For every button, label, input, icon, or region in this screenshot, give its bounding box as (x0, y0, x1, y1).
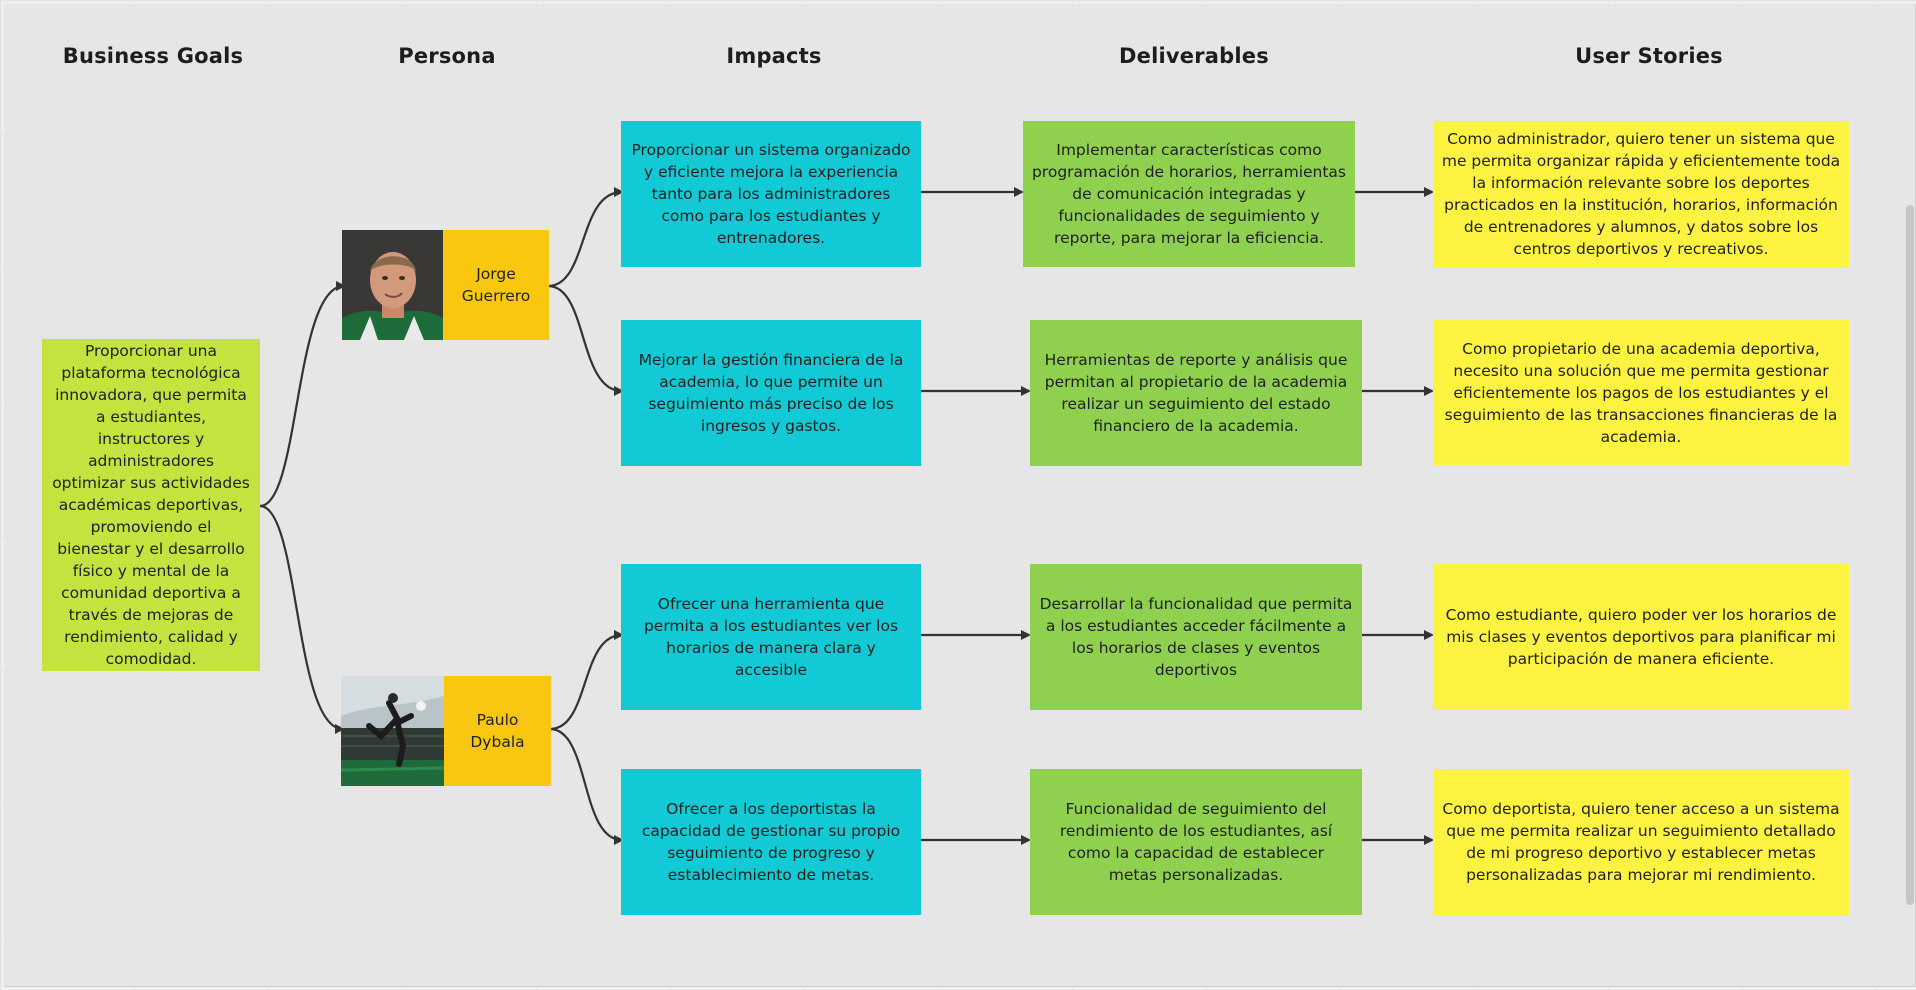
portrait-photo-icon (342, 230, 443, 340)
edge-jorge-to-impact-2 (547, 284, 624, 396)
persona-photo-jorge[interactable] (342, 230, 443, 340)
edge-jorge-to-impact-1 (547, 187, 624, 288)
impact-map-board[interactable]: Business Goals Persona Impacts Deliverab… (4, 4, 1916, 987)
persona-photo-paulo[interactable] (341, 676, 444, 786)
user-story-card-1[interactable]: Como administrador, quiero tener un sist… (1433, 121, 1849, 267)
header-deliverables: Deliverables (1119, 44, 1269, 68)
user-story-card-2[interactable]: Como propietario de una academia deporti… (1433, 320, 1849, 466)
user-story-card-4[interactable]: Como deportista, quiero tener acceso a u… (1433, 769, 1849, 915)
soccer-kick-photo-icon (341, 676, 444, 786)
header-user-stories: User Stories (1575, 44, 1723, 68)
impact-card-4[interactable]: Ofrecer a los deportistas la capacidad d… (621, 769, 921, 915)
impact-card-1[interactable]: Proporcionar un sistema organizado y efi… (621, 121, 921, 267)
impact-card-2[interactable]: Mejorar la gestión financiera de la acad… (621, 320, 921, 466)
deliverable-card-1[interactable]: Implementar características como program… (1023, 121, 1355, 267)
deliverable-card-4[interactable]: Funcionalidad de seguimiento del rendimi… (1030, 769, 1362, 915)
header-impacts: Impacts (726, 44, 822, 68)
vertical-scrollbar[interactable] (1906, 205, 1914, 905)
persona-name-paulo[interactable]: Paulo Dybala (444, 676, 551, 786)
edge-goal-to-jorge (259, 281, 346, 508)
connector-lines (259, 187, 1434, 845)
edge-goal-to-paulo (259, 504, 345, 734)
header-business-goals: Business Goals (62, 44, 244, 68)
user-story-card-3[interactable]: Como estudiante, quiero poder ver los ho… (1433, 564, 1849, 710)
business-goal-text: Proporcionar una plataforma tecnológica … (52, 342, 250, 668)
edge-paulo-to-impact-3 (549, 630, 624, 731)
edge-paulo-to-impact-4 (549, 727, 624, 845)
impact-card-3[interactable]: Ofrecer una herramienta que permita a lo… (621, 564, 921, 710)
header-persona: Persona (398, 44, 496, 68)
persona-name-jorge[interactable]: Jorge Guerrero (443, 230, 549, 340)
deliverable-card-3[interactable]: Desarrollar la funcionalidad que permita… (1030, 564, 1362, 710)
deliverable-card-2[interactable]: Herramientas de reporte y análisis que p… (1030, 320, 1362, 466)
business-goal-sticky[interactable]: Proporcionar una plataforma tecnológica … (42, 339, 260, 671)
